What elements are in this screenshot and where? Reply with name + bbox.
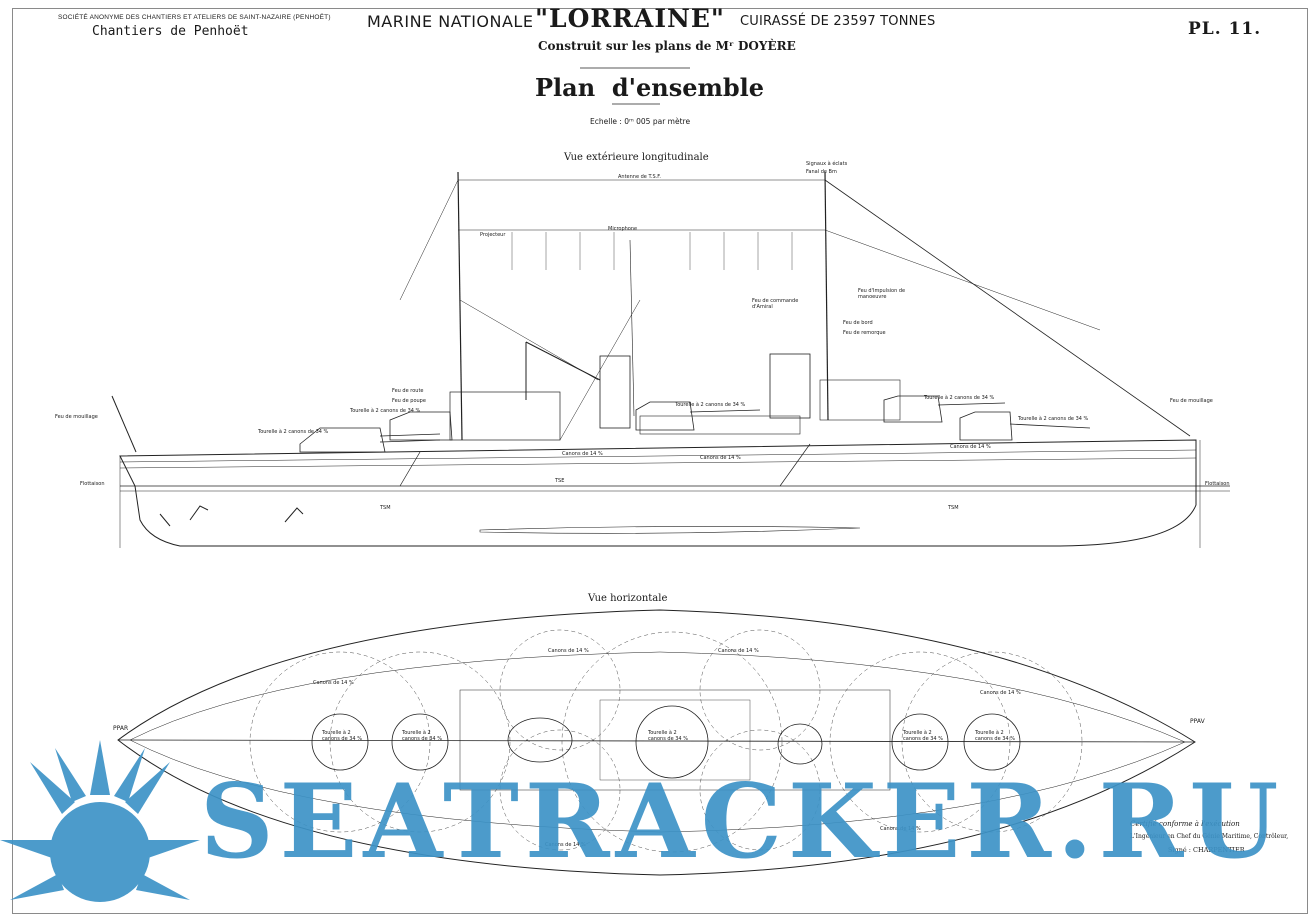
side-turret-4 bbox=[883, 395, 943, 423]
hull-profile bbox=[119, 439, 1197, 547]
side-turret-1 bbox=[299, 427, 386, 453]
label-t5: Tourelle à 2 canons de 34 % bbox=[975, 730, 1015, 742]
label-tourelle-3: Tourelle à 2 canons de 34 % bbox=[675, 402, 746, 408]
label-tsm-r: TSM bbox=[948, 505, 959, 511]
label-canons-14-b: Canons de 14 % bbox=[700, 455, 741, 461]
label-t1: Tourelle à 2 canons de 34 % bbox=[322, 730, 362, 742]
label-tsm-l: TSM bbox=[380, 505, 391, 511]
side-turret-3 bbox=[635, 401, 695, 431]
label-c2: Canons de 14 % bbox=[548, 648, 589, 654]
signature-line-2: L'Ingénieur en Chef du Génie Maritime, C… bbox=[1130, 833, 1289, 840]
drawing-frame bbox=[12, 8, 1308, 914]
label-mouillage-l: Feu de mouillage bbox=[55, 414, 98, 420]
top-turret-4 bbox=[891, 713, 949, 771]
label-canons-14-a: Canons de 14 % bbox=[562, 451, 603, 457]
label-tourelle-2: Tourelle à 2 canons de 34 % bbox=[350, 408, 421, 414]
label-microphone: Microphone bbox=[608, 226, 638, 232]
label-flottaison-l: Flottaison bbox=[80, 481, 105, 487]
label-mouillage-r: Feu de mouillage bbox=[1170, 398, 1213, 404]
label-feu-route: Feu de route bbox=[392, 388, 424, 394]
label-c1: Canons de 14 % bbox=[313, 680, 354, 686]
label-tourelle-5: Tourelle à 2 canons de 34 % bbox=[1018, 416, 1089, 422]
fore-mast bbox=[824, 171, 829, 421]
top-turret-2 bbox=[391, 713, 449, 771]
aft-mast bbox=[457, 171, 463, 441]
label-feu-manoeuvre: Feu d'Impulsion de manoeuvre bbox=[858, 288, 906, 300]
yard-name: Chantiers de Penhoët bbox=[92, 24, 249, 39]
label-ppav: PPAV bbox=[1190, 718, 1205, 725]
label-t3: Tourelle à 2 canons de 34 % bbox=[648, 730, 688, 742]
top-turret-1 bbox=[311, 713, 369, 771]
side-view-title: Vue extérieure longitudinale bbox=[564, 152, 709, 163]
label-c5: Canons de 14 % bbox=[880, 826, 921, 832]
label-t2: Tourelle à 2 canons de 34 % bbox=[402, 730, 442, 742]
top-turret-5 bbox=[963, 713, 1021, 771]
title-right: CUIRASSÉ DE 23597 TONNES bbox=[740, 14, 936, 29]
sun-logo-icon bbox=[0, 740, 200, 902]
signature-line-3: Signé : CHARPENTIER bbox=[1168, 846, 1245, 854]
label-ppar: PPAR bbox=[113, 725, 129, 732]
label-canons-14-c: Canons de 14 % bbox=[950, 444, 991, 450]
label-c6: Canons de 14 % bbox=[545, 842, 586, 848]
watermark-text: SEATRACKER.RU bbox=[200, 762, 1285, 882]
label-flottaison-r: Flottaison bbox=[1205, 481, 1230, 487]
label-tourelle-1: Tourelle à 2 canons de 34 % bbox=[258, 429, 329, 435]
scale-text: Echelle : 0ᵐ 005 par mètre bbox=[590, 117, 691, 126]
label-feu-remorque: Feu de remorque bbox=[843, 330, 886, 336]
signature-line-1: Certifié conforme à l'exécution bbox=[1130, 820, 1240, 828]
designer-line: Construit sur les plans de Mʳ DOYÈRE bbox=[538, 39, 796, 53]
top-view-title: Vue horizontale bbox=[588, 593, 668, 604]
side-turret-5 bbox=[959, 411, 1013, 441]
label-tse: TSE bbox=[555, 478, 565, 484]
plate-number: PL. 11. bbox=[1188, 19, 1262, 39]
company-name: SOCIÉTÉ ANONYME DES CHANTIERS ET ATELIER… bbox=[58, 14, 331, 21]
label-antenna: Antenne de T.S.F. bbox=[618, 174, 661, 180]
side-turret-2 bbox=[389, 411, 453, 441]
label-projecteur: Projecteur bbox=[480, 232, 506, 238]
top-turret-3 bbox=[635, 705, 709, 779]
title-left: MARINE NATIONALE bbox=[367, 12, 534, 31]
label-t4: Tourelle à 2 canons de 34 % bbox=[903, 730, 943, 742]
label-feu-poupe: Feu de poupe bbox=[392, 398, 426, 404]
label-fanal: Fanal de Bm bbox=[806, 169, 837, 175]
label-feu-bord: Feu de bord bbox=[843, 320, 873, 326]
ship-name: "LORRAINE" bbox=[535, 4, 725, 33]
plan-title: Plan d'ensemble bbox=[535, 73, 765, 102]
label-signals: Signaux à éclats bbox=[806, 161, 848, 167]
label-feu-amiral: Feu de commande d'Amiral bbox=[752, 298, 799, 310]
label-tourelle-4: Tourelle à 2 canons de 34 % bbox=[924, 395, 995, 401]
label-c4: Canons de 14 % bbox=[980, 690, 1021, 696]
label-c3: Canons de 14 % bbox=[718, 648, 759, 654]
